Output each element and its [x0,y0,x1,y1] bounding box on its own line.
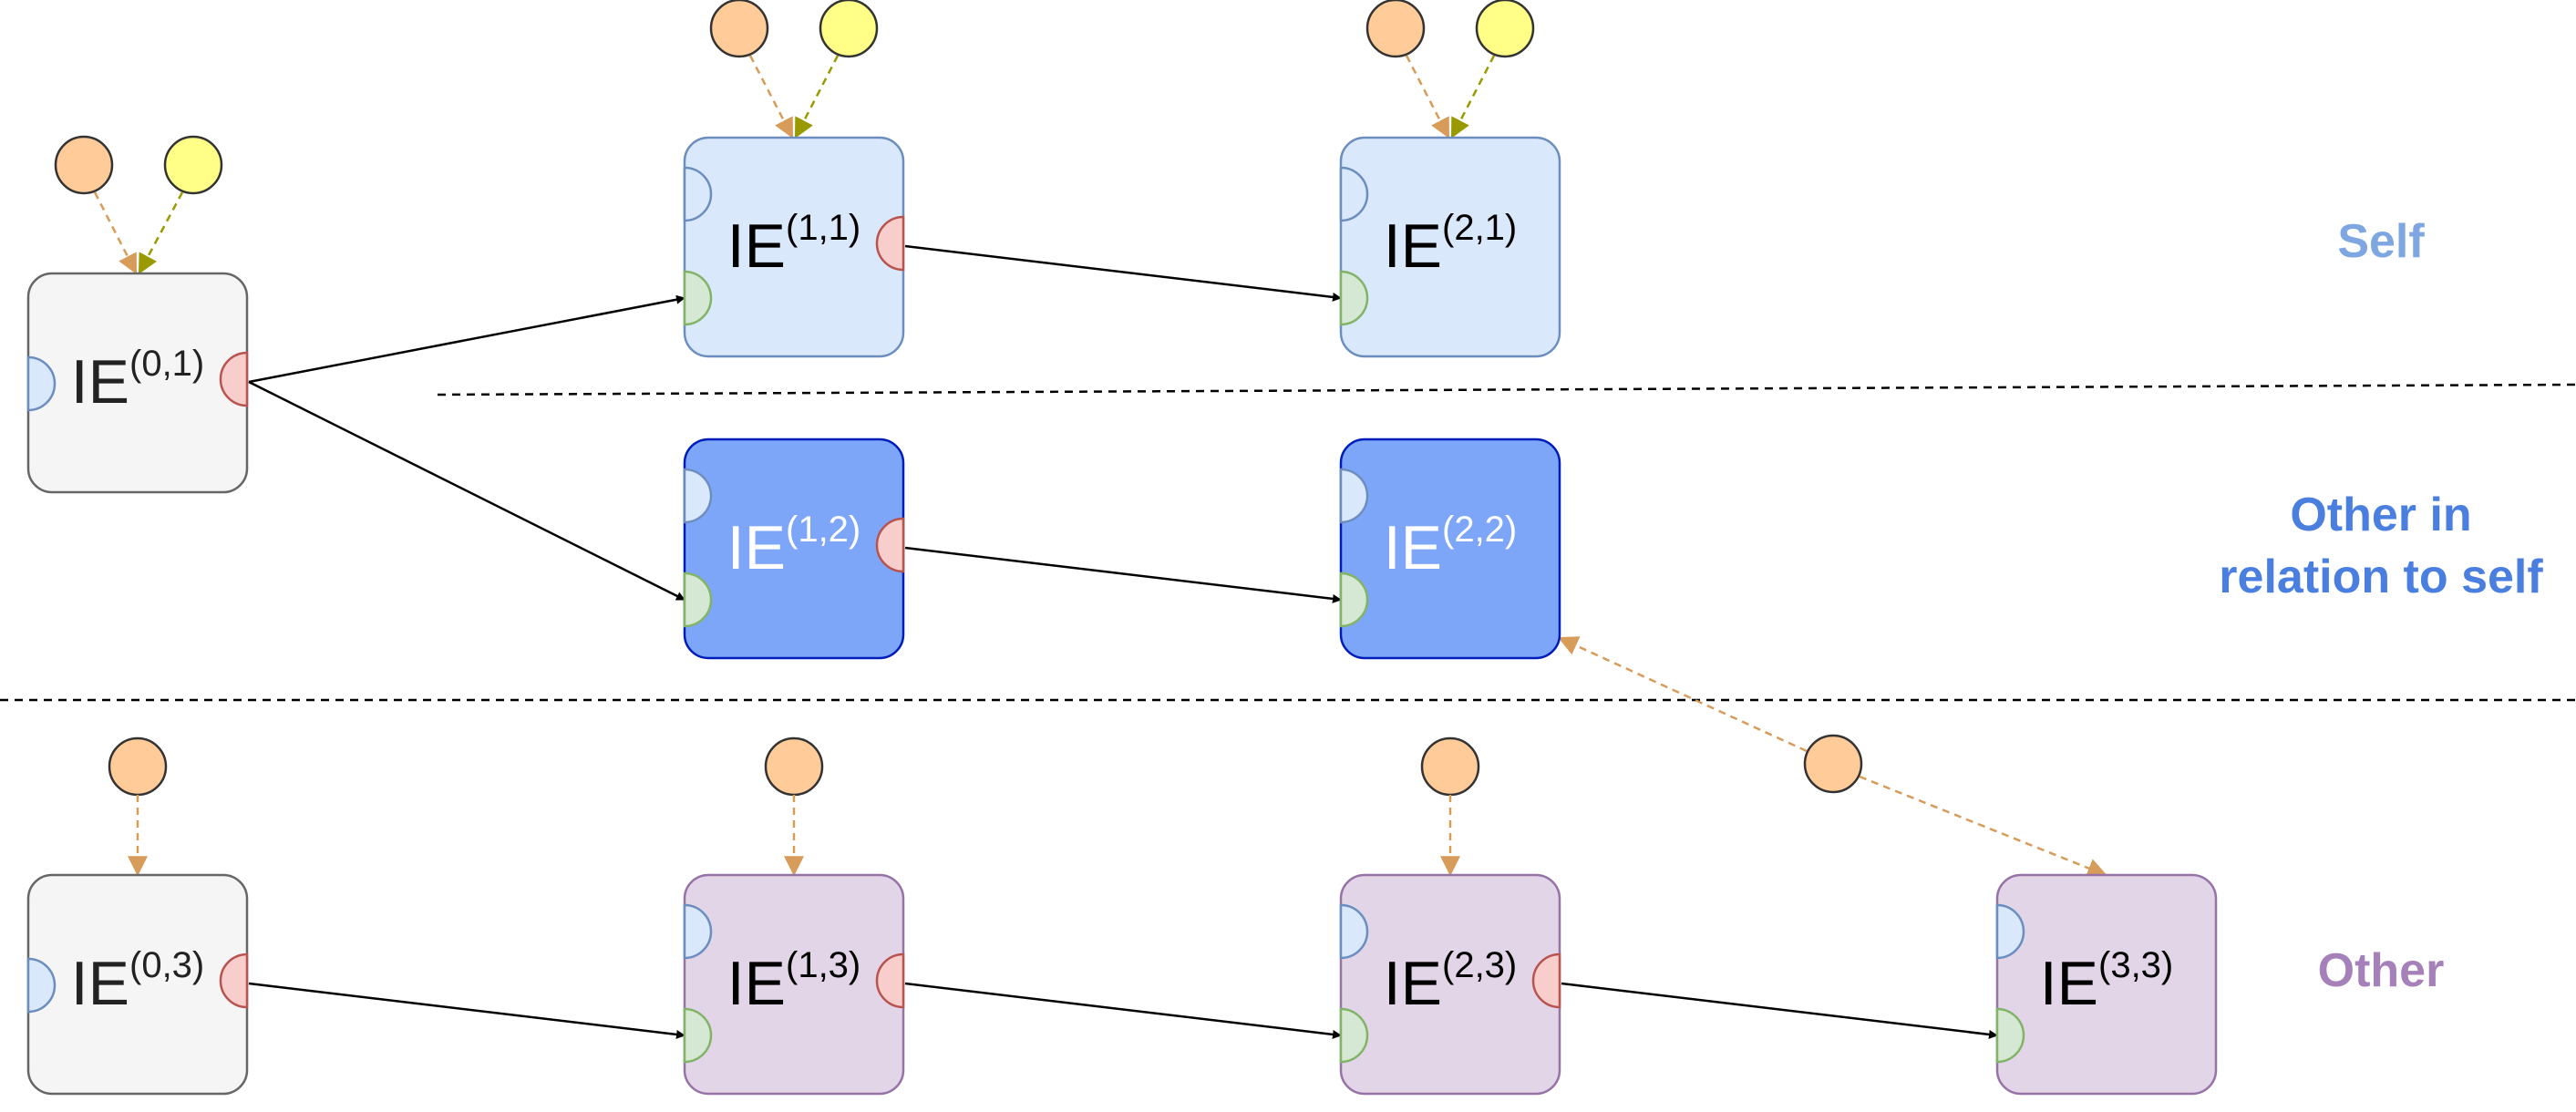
edge-n01-to-n11 [248,294,685,384]
edge-n13-to-n23 [904,982,1342,1039]
input-port-blue [683,166,713,222]
node-label: IE(0,3) [71,945,205,1018]
ie-node-2-1: IE(2,1) [1339,136,1561,358]
row-label-self: Self [2337,215,2425,268]
edge-n01-to-n12 [248,380,685,602]
input-port-green [1339,571,1369,628]
edge-n12-to-n22 [904,546,1342,603]
ie-node-1-1: IE(1,1) [683,136,905,358]
ie-node-0-1: IE(0,1) [26,272,249,494]
orange-cue-arrow-n21 [1405,55,1450,139]
input-port-blue [1339,468,1369,524]
node-label: IE(1,1) [727,208,861,281]
node-box [1339,438,1561,660]
output-port-red [219,952,249,1009]
orange-cue-circle-n03 [108,736,168,797]
nodes-layer: IE(0,1) IE(1,1) IE(2,1) IE(1,2) IE(2,2) IE(0,… [26,136,2218,1096]
yellow-cue-arrow-n11 [794,55,840,139]
node-label: IE(2,2) [1384,510,1518,582]
output-port-red [1531,952,1561,1009]
separator-self-otherrel [437,383,2576,396]
edge-n11-to-n21 [904,244,1342,302]
input-port-green [1995,1007,2025,1064]
input-port-blue [1339,166,1369,222]
output-port-red [875,952,905,1009]
cue-layer [54,0,2108,878]
input-port-green [683,1007,713,1064]
yellow-cue-arrow-n21 [1450,55,1496,139]
node-label: IE(2,3) [1384,945,1518,1018]
node-label: IE(0,1) [71,344,205,417]
yellow-cue-circle-n11 [819,0,879,58]
node-label: IE(1,3) [727,945,861,1018]
input-port-green [683,571,713,628]
node-label: IE(3,3) [2040,945,2174,1018]
node-box [1995,873,2218,1096]
input-port-blue [26,957,57,1014]
edges-layer [248,244,1998,1039]
orange-cue-arrow-n01 [93,191,138,274]
orange-cue-circle-n11 [709,0,769,58]
output-port-red [219,351,249,407]
orange-cue-arrow-to-n33 [1859,775,2108,878]
input-port-blue [26,355,57,412]
input-port-blue [683,903,713,960]
ie-node-2-3: IE(2,3) [1339,873,1561,1096]
yellow-cue-arrow-n01 [138,191,184,274]
node-label: IE(1,2) [727,510,861,582]
orange-cue-arrow-n11 [748,55,794,139]
output-port-red [875,517,905,573]
ie-node-3-3: IE(3,3) [1995,873,2218,1096]
edge-n23-to-n33 [1561,982,1998,1039]
node-label: IE(2,1) [1384,208,1518,281]
row-label-other: Other [2318,944,2445,997]
orange-cue-circle-n13 [764,736,824,797]
output-port-red [875,215,905,272]
input-port-green [683,270,713,326]
ie-node-0-3: IE(0,3) [26,873,249,1096]
orange-cue-arrow-to-n22 [1557,636,1808,753]
input-port-blue [683,468,713,524]
ie-node-1-3: IE(1,3) [683,873,905,1096]
input-port-green [1339,1007,1369,1064]
input-port-blue [1995,903,2025,960]
orange-cue-circle-link [1803,734,1863,794]
ie-node-2-2: IE(2,2) [1339,438,1561,660]
edge-n03-to-n13 [248,982,685,1039]
row-label-other-in-relation-line1: Other in [2290,489,2471,541]
input-port-blue [1339,903,1369,960]
orange-cue-circle-n23 [1420,736,1480,797]
orange-cue-circle-n21 [1365,0,1426,58]
yellow-cue-circle-n21 [1475,0,1535,58]
yellow-cue-circle-n01 [163,135,223,195]
row-label-other-in-relation-line2: relation to self [2219,551,2543,603]
node-box [1339,136,1561,358]
orange-cue-circle-n01 [54,135,114,195]
input-port-green [1339,270,1369,326]
ie-node-1-2: IE(1,2) [683,438,905,660]
